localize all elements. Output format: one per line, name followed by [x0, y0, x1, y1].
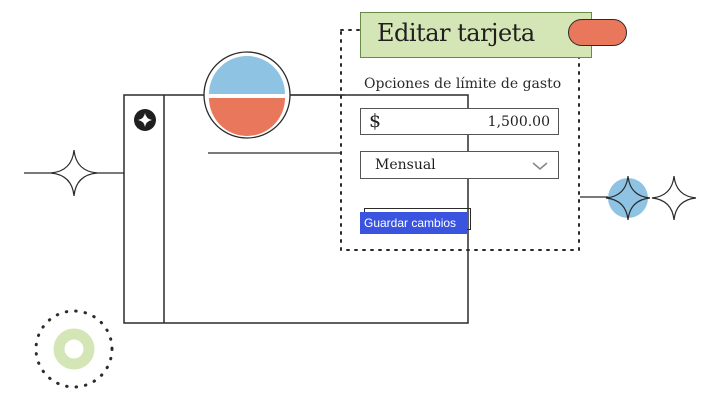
sparkle-icon — [651, 175, 697, 221]
sparkle-icon — [605, 175, 651, 221]
currency-symbol: $ — [369, 110, 382, 132]
dotted-ring-icon — [34, 309, 114, 389]
green-ring — [53, 328, 95, 370]
panel-title-bar: Editar tarjeta — [360, 12, 592, 58]
amount-input[interactable]: $ 1,500.00 — [360, 108, 559, 135]
save-button[interactable]: Guardar cambios — [360, 212, 467, 234]
split-circle-top — [209, 56, 285, 94]
period-selected-value: Mensual — [375, 157, 436, 173]
spend-limit-label: Opciones de límite de gasto — [364, 76, 562, 92]
chevron-down-icon — [532, 162, 548, 171]
period-select[interactable]: Mensual — [360, 151, 559, 179]
toggle-pill[interactable] — [568, 19, 627, 46]
blue-dot — [608, 178, 648, 218]
star-badge-icon — [134, 109, 156, 131]
page-title: Editar tarjeta — [377, 19, 535, 47]
sparkle-icon — [50, 149, 98, 197]
amount-value: 1,500.00 — [487, 114, 550, 130]
split-circle-bottom — [209, 98, 285, 136]
